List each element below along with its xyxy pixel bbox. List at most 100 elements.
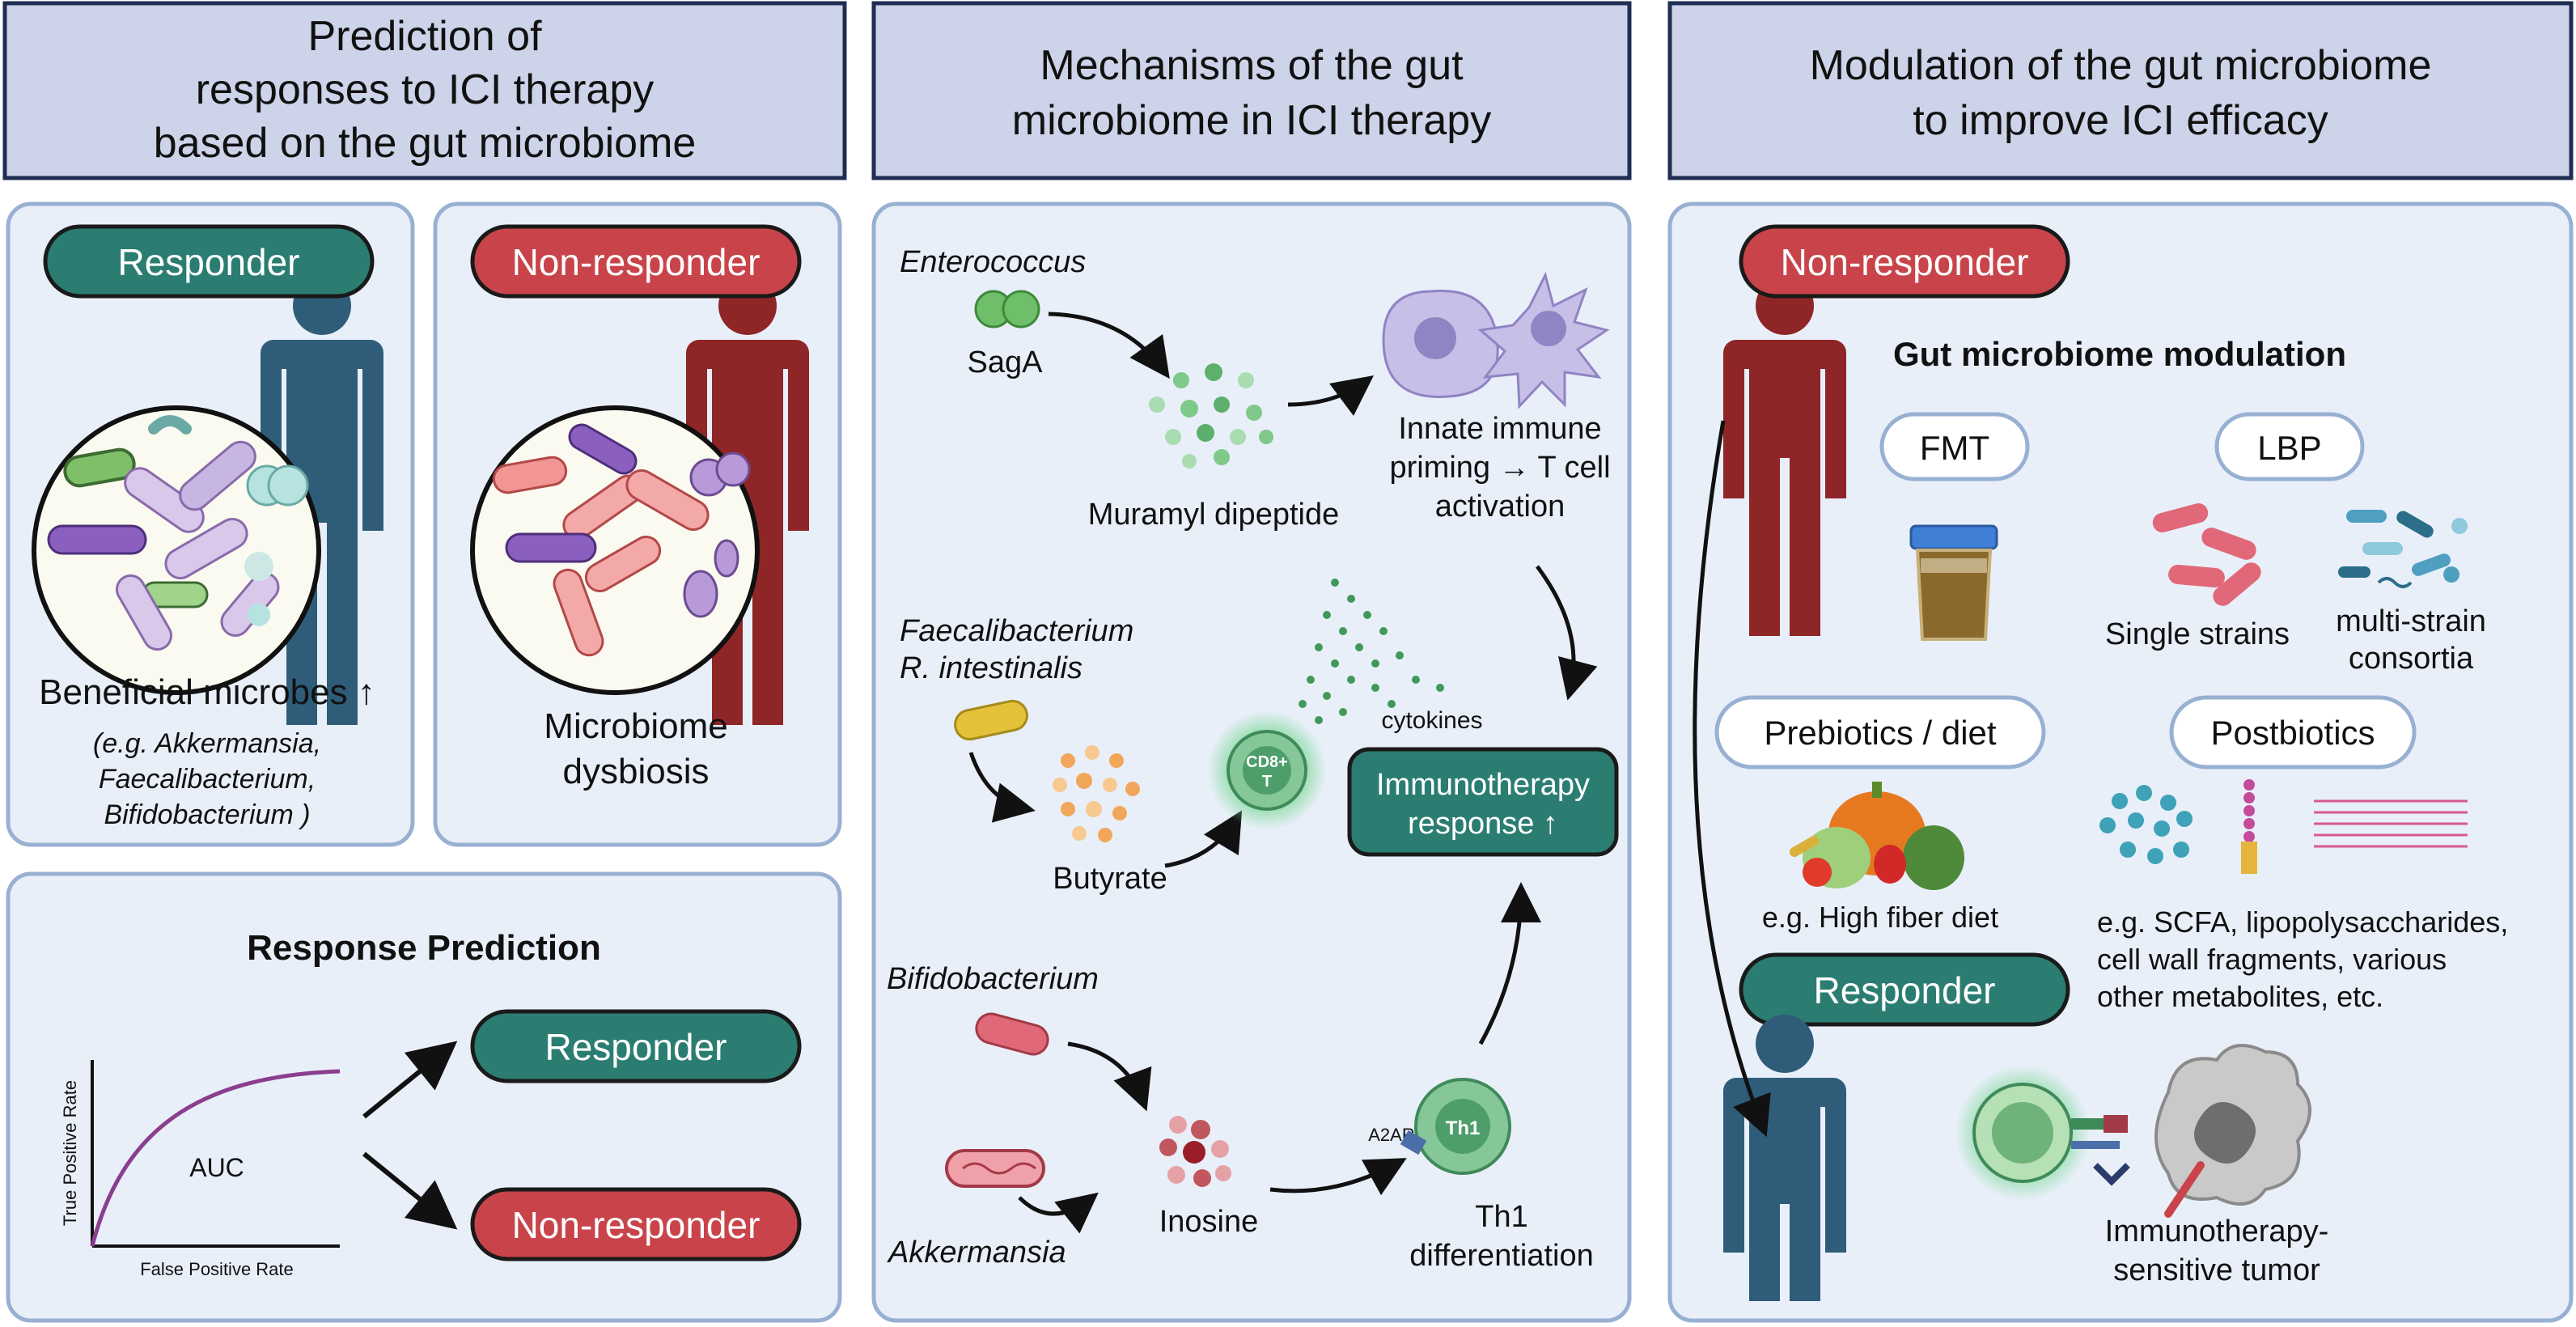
fiber-label: e.g. High fiber diet	[1762, 901, 1998, 934]
svg-text:FMT: FMT	[1920, 429, 1989, 467]
postbiotic-examples-line2: cell wall fragments, various	[2097, 943, 2447, 976]
arrow-nonresponder-to-responder	[1693, 420, 1771, 1138]
header-col3-line2: to improve ICI efficacy	[1913, 97, 2328, 144]
svg-text:Non-responder: Non-responder	[512, 241, 761, 283]
arrow-innate-immuno	[1535, 565, 1598, 701]
responder-badge: Responder	[43, 224, 375, 299]
col3-nonresponder-badge: Non-responder	[1739, 224, 2070, 299]
inosine-label: Inosine	[1159, 1205, 1259, 1239]
cytokines-dots-icon	[1299, 579, 1444, 724]
examples-line3: Bifidobacterium )	[104, 799, 310, 830]
arrow-akkermansia-inosine	[1018, 1192, 1099, 1234]
immunotherapy-response-box: Immunotherapy response ↑	[1347, 747, 1619, 857]
examples-line2: Faecalibacterium,	[99, 764, 316, 795]
svg-text:LBP: LBP	[2257, 429, 2321, 467]
arrow-to-nonresponder	[362, 1151, 458, 1230]
vegetables-icon	[1789, 782, 1964, 890]
multi-strain-icon	[2338, 510, 2468, 588]
svg-text:Immunotherapy: Immunotherapy	[1376, 768, 1590, 802]
nonresponder-badge: Non-responder	[470, 224, 802, 299]
postbiotic-examples-line3: other metabolites, etc.	[2097, 980, 2383, 1013]
beneficial-microbes-text: Beneficial microbes ↑	[39, 672, 375, 712]
outcome-responder-badge: Responder	[470, 1009, 802, 1083]
svg-text:Prebiotics / diet: Prebiotics / diet	[1764, 714, 1996, 752]
fmt-badge: FMT	[1879, 412, 2030, 481]
header-col1-line2: responses to ICI therapy	[196, 66, 655, 113]
roc-xlabel: False Positive Rate	[140, 1259, 294, 1279]
muramyl-label: Muramyl dipeptide	[1088, 498, 1339, 532]
inosine-dots-icon	[1159, 1116, 1231, 1187]
multi-strain-line1: multi-strain	[2336, 604, 2486, 638]
enterococcus-icon	[974, 290, 1040, 329]
faecali-bacterium-icon	[954, 699, 1028, 741]
svg-text:Responder: Responder	[544, 1026, 727, 1068]
cd8-label-line2: T	[1262, 773, 1272, 791]
auc-label: AUC	[189, 1153, 244, 1182]
roc-ylabel: True Positive Rate	[60, 1080, 80, 1226]
innate-line3: activation	[1435, 490, 1566, 524]
svg-text:Postbiotics: Postbiotics	[2210, 714, 2375, 752]
header-col3-line1: Modulation of the gut microbiome	[1810, 42, 2432, 89]
header-col3: Modulation of the gut microbiome to impr…	[1667, 1, 2574, 180]
postbiotics-badge: Postbiotics	[2169, 695, 2417, 769]
arrow-bifido-inosine	[1067, 1041, 1152, 1112]
cd8-label-line1: CD8+	[1246, 753, 1288, 771]
akkermansia-icon	[945, 1149, 1045, 1188]
header-col1-line1: Prediction of	[307, 13, 542, 60]
examples-line1: (e.g. Akkermansia,	[93, 728, 321, 759]
svg-text:Responder: Responder	[1813, 969, 1995, 1011]
svg-text:response ↑: response ↑	[1408, 807, 1558, 841]
single-strains-icon	[2152, 503, 2261, 606]
t-cell-tumor-interaction-icon	[1955, 1044, 2311, 1218]
arrow-faecali-butyrate	[968, 752, 1036, 823]
header-col1-line3: based on the gut microbiome	[154, 120, 697, 167]
roc-curve-icon: True Positive Rate False Positive Rate A…	[60, 1060, 341, 1279]
postbiotic-examples-line1: e.g. SCFA, lipopolysaccharides,	[2097, 905, 2508, 939]
outcome-nonresponder-badge: Non-responder	[470, 1187, 802, 1261]
saga-label: SagA	[968, 346, 1044, 379]
th1-diff-line2: differentiation	[1409, 1239, 1593, 1273]
svg-text:Non-responder: Non-responder	[512, 1204, 761, 1246]
enterococcus-label: Enterococcus	[900, 245, 1086, 279]
bifido-label: Bifidobacterium	[887, 962, 1099, 996]
multi-strain-line2: consortia	[2349, 642, 2474, 676]
arrow-saga-muramyl	[1048, 312, 1170, 379]
th1-cell-icon: Th1	[1400, 1078, 1511, 1175]
arrow-th1-immuno	[1478, 882, 1541, 1045]
svg-text:Non-responder: Non-responder	[1781, 241, 2029, 283]
faecali-line2: R. intestinalis	[900, 651, 1083, 685]
header-col1: Prediction of responses to ICI therapy b…	[2, 1, 847, 180]
dysbiosis-microbiome-icon	[470, 405, 760, 695]
postbiotics-icon	[2099, 779, 2468, 874]
butyrate-label: Butyrate	[1053, 862, 1167, 896]
header-col2-line2: microbiome in ICI therapy	[1012, 97, 1491, 144]
akkermansia-label: Akkermansia	[887, 1236, 1066, 1270]
dysbiosis-line1: Microbiome	[544, 706, 727, 746]
svg-text:Responder: Responder	[117, 241, 299, 283]
th1-cell-label: Th1	[1446, 1117, 1481, 1139]
modulation-title: Gut microbiome modulation	[1893, 335, 2346, 373]
prebiotics-badge: Prebiotics / diet	[1714, 695, 2046, 769]
responder-microbiome-icon	[32, 405, 321, 695]
th1-diff-line1: Th1	[1475, 1200, 1527, 1234]
single-strains-label: Single strains	[2105, 617, 2290, 651]
header-col2: Mechanisms of the gut microbiome in ICI …	[871, 1, 1632, 180]
faecali-line1: Faecalibacterium	[900, 614, 1133, 648]
arrow-inosine-th1	[1269, 1158, 1407, 1196]
innate-line2: priming → T cell	[1389, 451, 1610, 485]
modulation-panel	[1667, 201, 2574, 1323]
muramyl-dots-icon	[1149, 363, 1273, 468]
arrow-to-responder	[362, 1041, 458, 1119]
cd8-t-cell-icon: CD8+ T	[1207, 710, 1327, 830]
cytokines-label: cytokines	[1381, 707, 1482, 734]
butyrate-dots-icon	[1053, 745, 1140, 842]
dysbiosis-line2: dysbiosis	[563, 752, 710, 791]
col3-responder-badge: Responder	[1739, 952, 2070, 1027]
innate-line1: Innate immune	[1398, 412, 1601, 446]
arrow-muramyl-innate	[1287, 375, 1375, 416]
arrow-butyrate-cd8	[1164, 810, 1243, 868]
lbp-badge: LBP	[2214, 412, 2365, 481]
tumor-line2: sensitive tumor	[2113, 1253, 2320, 1287]
prediction-title: Response Prediction	[247, 928, 601, 968]
